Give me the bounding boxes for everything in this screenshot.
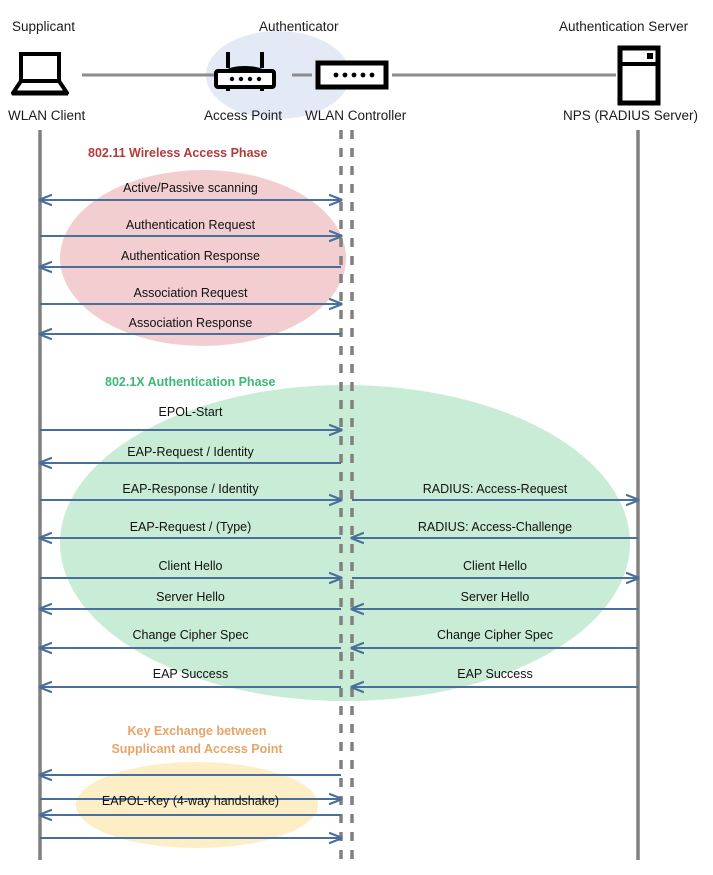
actor-role-supplicant: Supplicant [12,19,76,34]
laptop-icon [11,52,69,96]
phase-label-key-exchange: Key Exchange between Supplicant and Acce… [77,722,317,758]
actor-role-authenticator: Authenticator [259,19,339,34]
msg-radius-access-request: RADIUS: Access-Request [422,482,568,496]
msg-client-hello-right: Client Hello [463,559,527,573]
msg-server-hello-right: Server Hello [460,590,530,604]
msg-eap-success-right: EAP Success [457,667,533,681]
msg-active-passive-scanning: Active/Passive scanning [123,181,258,195]
msg-eapol-start: EPOL-Start [158,405,223,419]
wlan-controller-icon [315,60,389,90]
msg-association-request: Association Request [133,286,248,300]
server-tower-icon [617,45,661,106]
actor-device-access-point: Access Point [204,108,283,123]
msg-eap-request-identity: EAP-Request / Identity [127,445,254,459]
dot1x-phase-ellipse [60,385,630,701]
msg-authentication-response: Authentication Response [121,249,260,263]
msg-change-cipher-spec-right: Change Cipher Spec [436,628,554,642]
phase-label-key-exchange-line2: Supplicant and Access Point [111,742,283,757]
wireless-router-icon [214,52,276,91]
msg-eapol-key-4way-handshake: EAPOL-Key (4-way handshake) [101,794,280,808]
phase-label-key-exchange-line1: Key Exchange between [127,724,267,738]
actor-role-auth-server: Authentication Server [559,19,689,34]
wireless-phase-ellipse [60,170,346,346]
msg-authentication-request: Authentication Request [125,218,256,232]
msg-eap-success-left: EAP Success [152,667,229,681]
msg-eap-request-type: EAP-Request / (Type) [129,520,252,534]
msg-radius-access-challenge: RADIUS: Access-Challenge [417,520,573,534]
msg-association-response: Association Response [128,316,253,330]
authenticator-highlight-ellipse [206,31,350,119]
phase-label-dot1x-authentication: 802.1X Authentication Phase [105,375,276,389]
msg-eap-response-identity: EAP-Response / Identity [122,482,259,496]
msg-client-hello-left: Client Hello [158,559,223,573]
actor-device-wlan-controller: WLAN Controller [305,108,407,123]
phase-label-wireless-access: 802.11 Wireless Access Phase [88,146,268,160]
msg-server-hello-left: Server Hello [156,590,225,604]
actor-device-wlan-client: WLAN Client [8,108,86,123]
msg-change-cipher-spec-left: Change Cipher Spec [132,628,249,642]
actor-device-nps-radius: NPS (RADIUS Server) [563,108,699,123]
key-exchange-ellipse [76,762,318,848]
